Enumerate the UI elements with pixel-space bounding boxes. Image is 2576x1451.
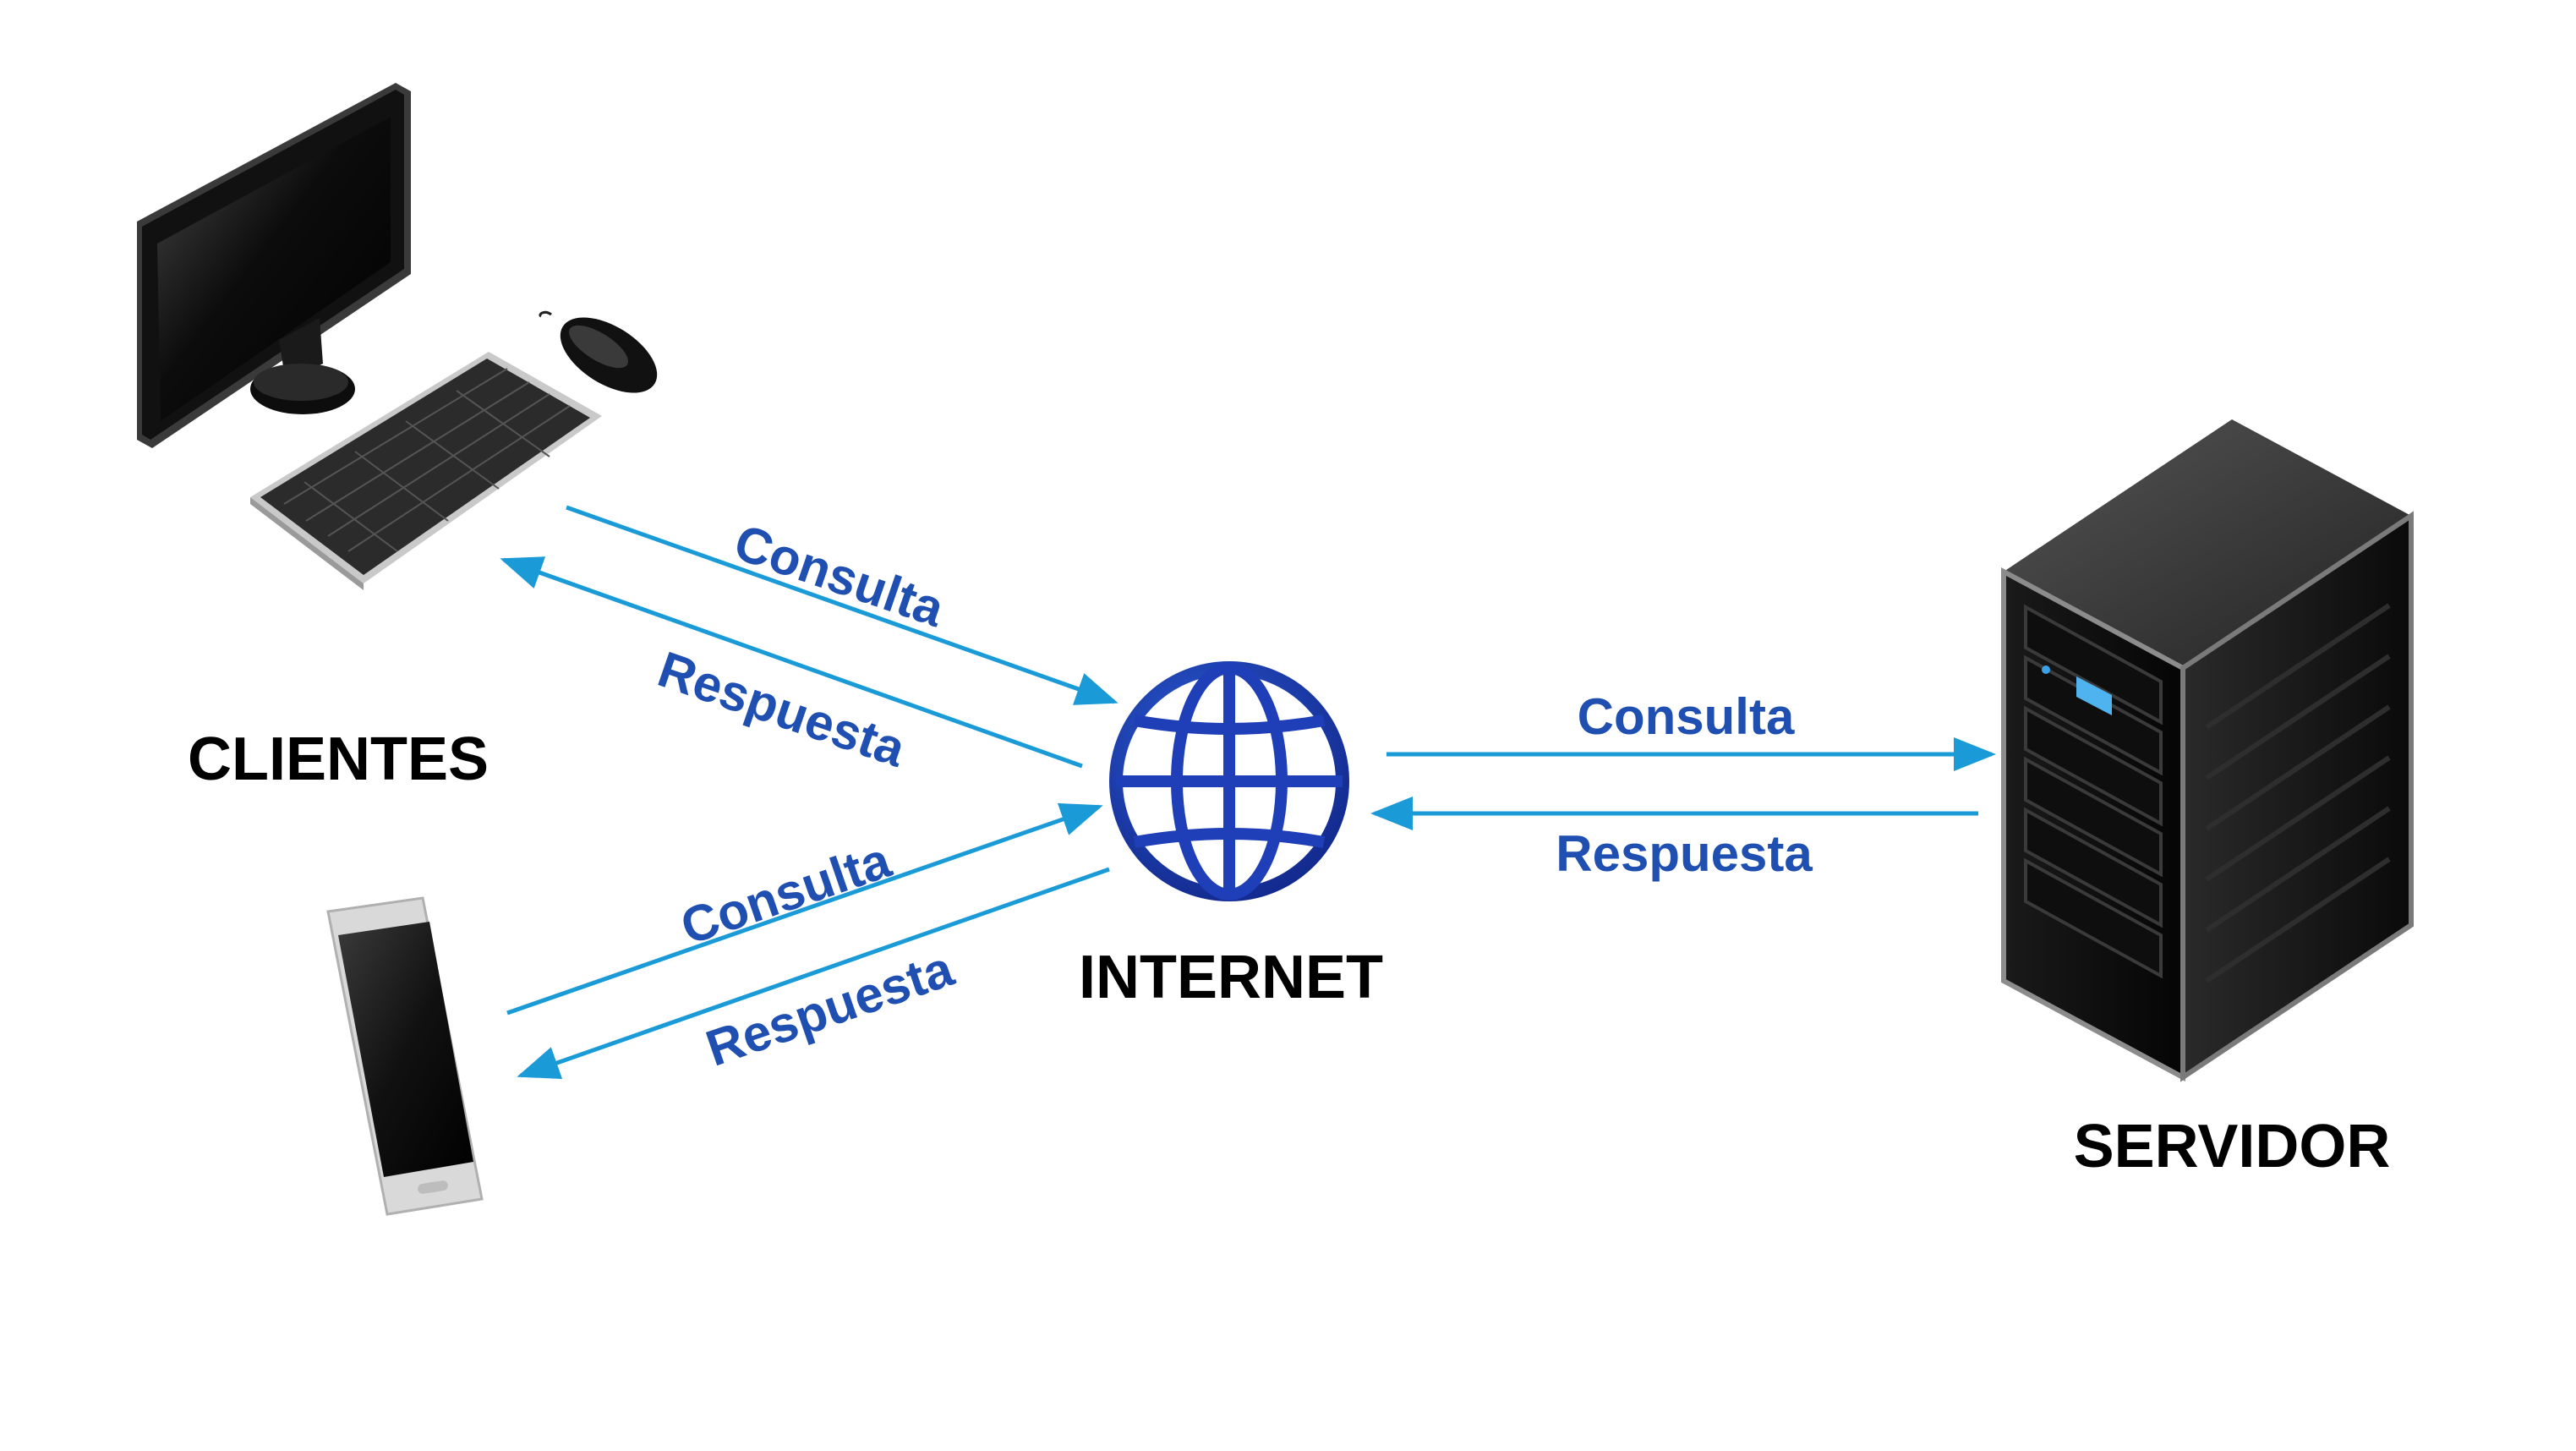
globe-icon	[1109, 661, 1349, 901]
server-label: SERVIDOR	[2074, 1113, 2391, 1180]
server-request-label: Consulta	[1578, 688, 1795, 745]
server-tower-icon	[2001, 419, 2414, 1082]
smartphone-icon	[326, 896, 484, 1216]
phone-response-arrow	[517, 867, 1110, 1079]
internet-label: INTERNET	[1079, 944, 1383, 1011]
keyboard-icon	[250, 352, 602, 590]
clients-label: CLIENTES	[188, 726, 489, 793]
arrows	[500, 505, 1996, 1079]
phone-response-label: Respuesta	[699, 939, 960, 1076]
desktop-computer-icon	[137, 83, 411, 448]
desktop-request-arrow	[566, 505, 1118, 705]
phone-request-label: Consulta	[674, 831, 898, 955]
phone-request-arrow	[506, 802, 1103, 1016]
desktop-response-arrow	[500, 556, 1083, 769]
desktop-request-label: Consulta	[727, 513, 951, 638]
server-response-label: Respuesta	[1556, 825, 1813, 882]
mouse-icon	[539, 310, 658, 393]
